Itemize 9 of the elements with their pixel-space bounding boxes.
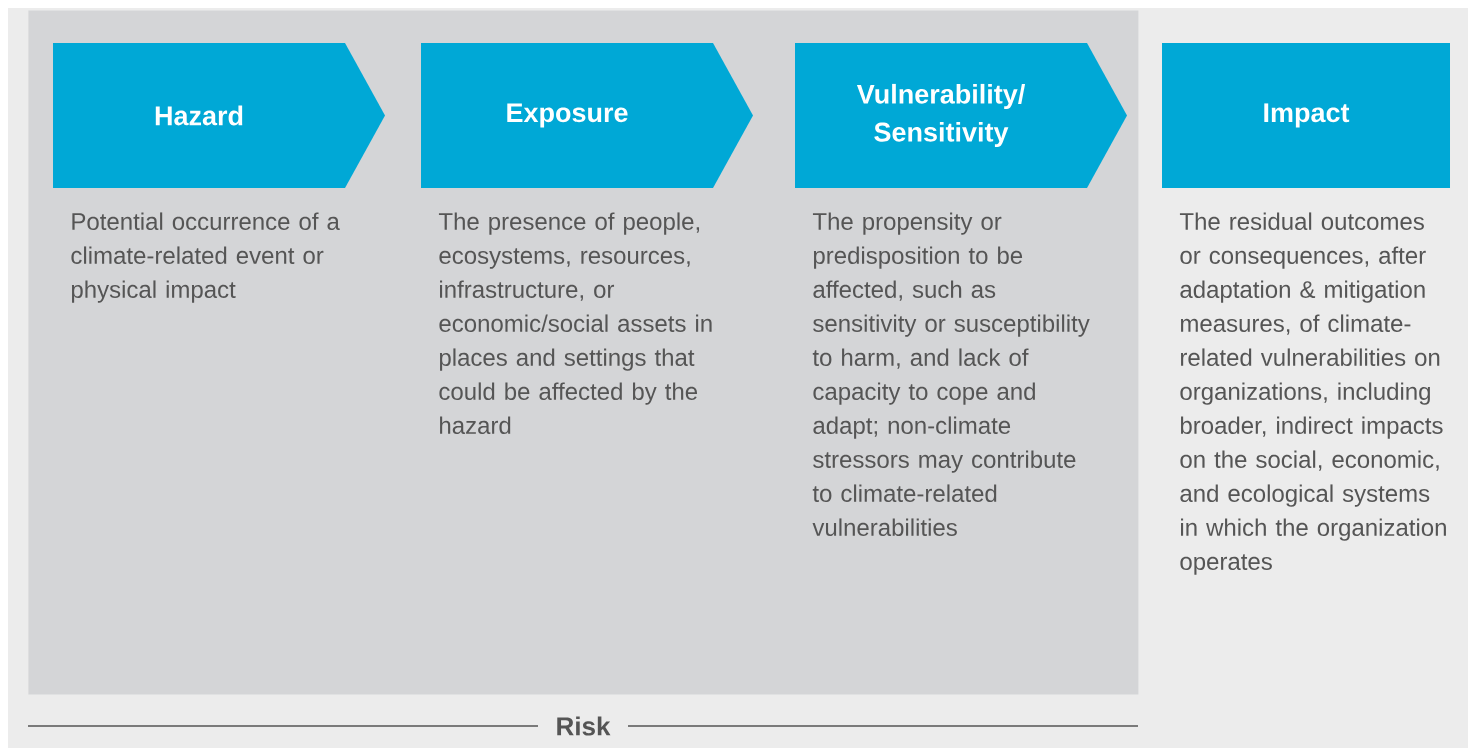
pentagon-step-box: Hazard xyxy=(53,43,385,188)
description-text: Potential occurrence of a climate-related event or physical impact xyxy=(71,212,340,303)
panel-label: Risk xyxy=(557,716,611,736)
description-text: The residual outcomes or consequences, after adaptation & mitigation measures, of climate-related vulnerabilities on organizations, including broader, indirect impacts on the social, economic, and ecological systems in which the organization operates xyxy=(1179,212,1446,575)
description-text: The presence of people, ecosystems, resources, infrastructure, or economic/social assets in places and settings that could be affected by the hazard xyxy=(438,212,712,434)
pentagon-step-box: Vulnerability/ Sensitivity xyxy=(795,43,1127,188)
description-text: The propensity or predisposition to be affected, such as sensitivity or susceptibility to harm, and lack of capacity to cope and adapt; non-climate stressors may contribute to climate-related vulnerabilities xyxy=(812,212,1090,536)
title-box: Impact xyxy=(1162,43,1450,188)
pentagon-step-box: Exposure xyxy=(421,43,753,188)
